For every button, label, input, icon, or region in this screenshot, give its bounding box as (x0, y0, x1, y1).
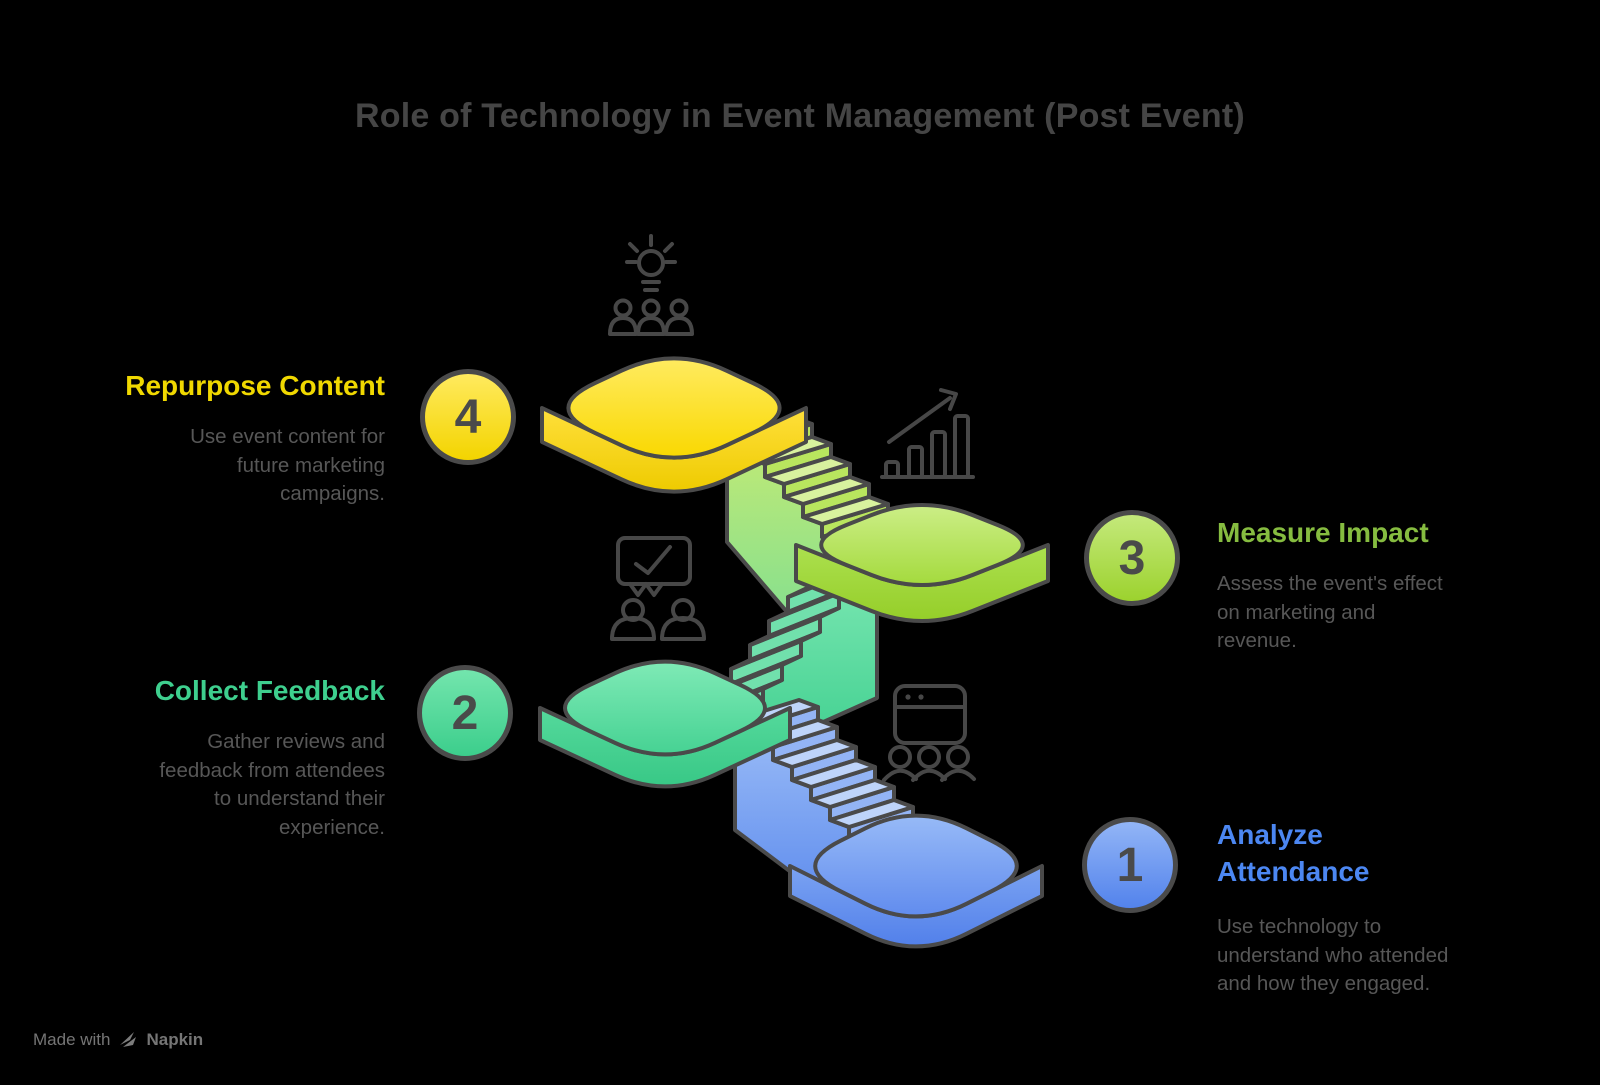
watermark: Made with Napkin (33, 1030, 203, 1050)
step-2-badge: 2 (417, 665, 513, 761)
napkin-logo-icon (120, 1032, 137, 1047)
watermark-brand: Napkin (146, 1030, 204, 1049)
page-title: Role of Technology in Event Management (… (355, 97, 1245, 135)
platform-step-2 (538, 659, 792, 789)
step-1-badge: 1 (1082, 817, 1178, 913)
step-3-badge: 3 (1084, 510, 1180, 606)
step-2-text-block: Collect Feedback Gather reviews and feed… (45, 672, 385, 842)
step-4-badge: 4 (420, 369, 516, 465)
step-3-description: Assess the event's effect on marketing a… (1217, 572, 1443, 652)
watermark-text: Made with (33, 1030, 111, 1049)
step-4-text-block: Repurpose Content Use event content for … (45, 367, 385, 509)
growth-chart-icon (880, 388, 975, 479)
step-4-title: Repurpose Content (125, 370, 385, 401)
platform-step-4 (540, 356, 808, 494)
idea-team-icon (608, 234, 694, 336)
platform-step-1 (788, 813, 1044, 949)
step-4-number: 4 (454, 390, 482, 444)
step-3-text-block: Measure Impact Assess the event's effect… (1217, 514, 1517, 656)
step-1-description: Use technology to understand who attende… (1217, 915, 1449, 995)
step-1-text-block: Analyze Attendance Use technology to und… (1217, 816, 1483, 999)
step-4-description: Use event content for future marketing c… (190, 425, 385, 505)
step-3-title: Measure Impact (1217, 517, 1429, 548)
platform-step-3 (794, 503, 1050, 623)
step-1-number: 1 (1116, 838, 1144, 892)
step-3-number: 3 (1118, 531, 1146, 585)
browser-audience-icon (882, 684, 976, 782)
step-2-title: Collect Feedback (154, 675, 385, 706)
step-2-description: Gather reviews and feedback from attende… (159, 730, 385, 839)
step-2-number: 2 (451, 686, 479, 740)
feedback-board-icon (610, 536, 706, 641)
step-1-title: Analyze Attendance (1217, 819, 1370, 887)
